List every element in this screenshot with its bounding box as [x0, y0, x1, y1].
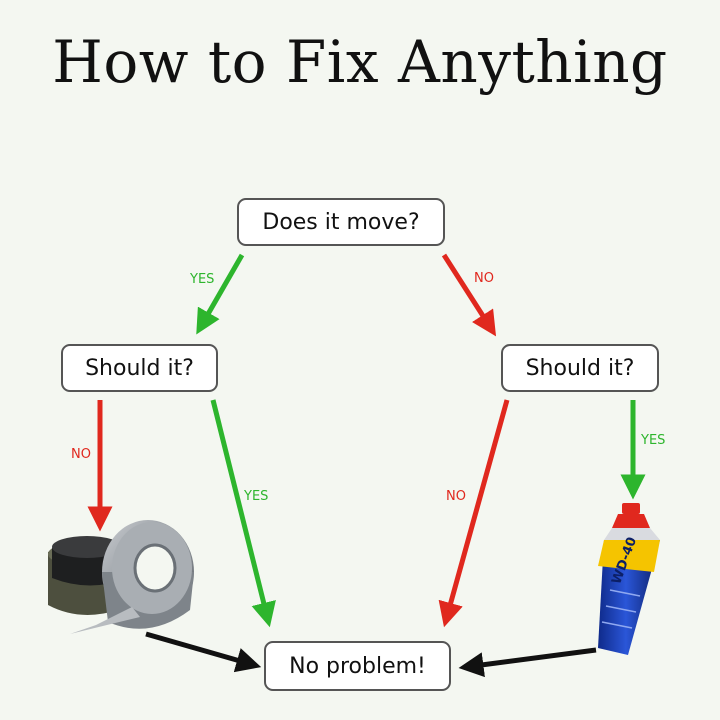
edge-label-right-yes: YES [640, 433, 665, 448]
edge-wd40-result [466, 650, 596, 667]
edge-label-left-yes: YES [243, 489, 268, 504]
edge-label-move-yes: YES [189, 272, 214, 287]
edge-move-yes [200, 255, 242, 328]
wd40-can-icon: WD-40 [598, 503, 660, 655]
edge-label-right-no: NO [446, 489, 466, 504]
node-should-it-left: Should it? [61, 344, 218, 392]
edge-move-no [444, 255, 492, 330]
edge-right-no [446, 400, 507, 620]
node-does-it-move: Does it move? [237, 198, 445, 246]
duct-tape-icon [48, 520, 194, 634]
edge-label-move-no: NO [474, 271, 494, 286]
edge-tape-result [146, 634, 254, 665]
edge-label-left-no: NO [71, 447, 91, 462]
node-no-problem: No problem! [264, 641, 451, 691]
edge-left-yes [213, 400, 268, 620]
node-should-it-right: Should it? [501, 344, 659, 392]
